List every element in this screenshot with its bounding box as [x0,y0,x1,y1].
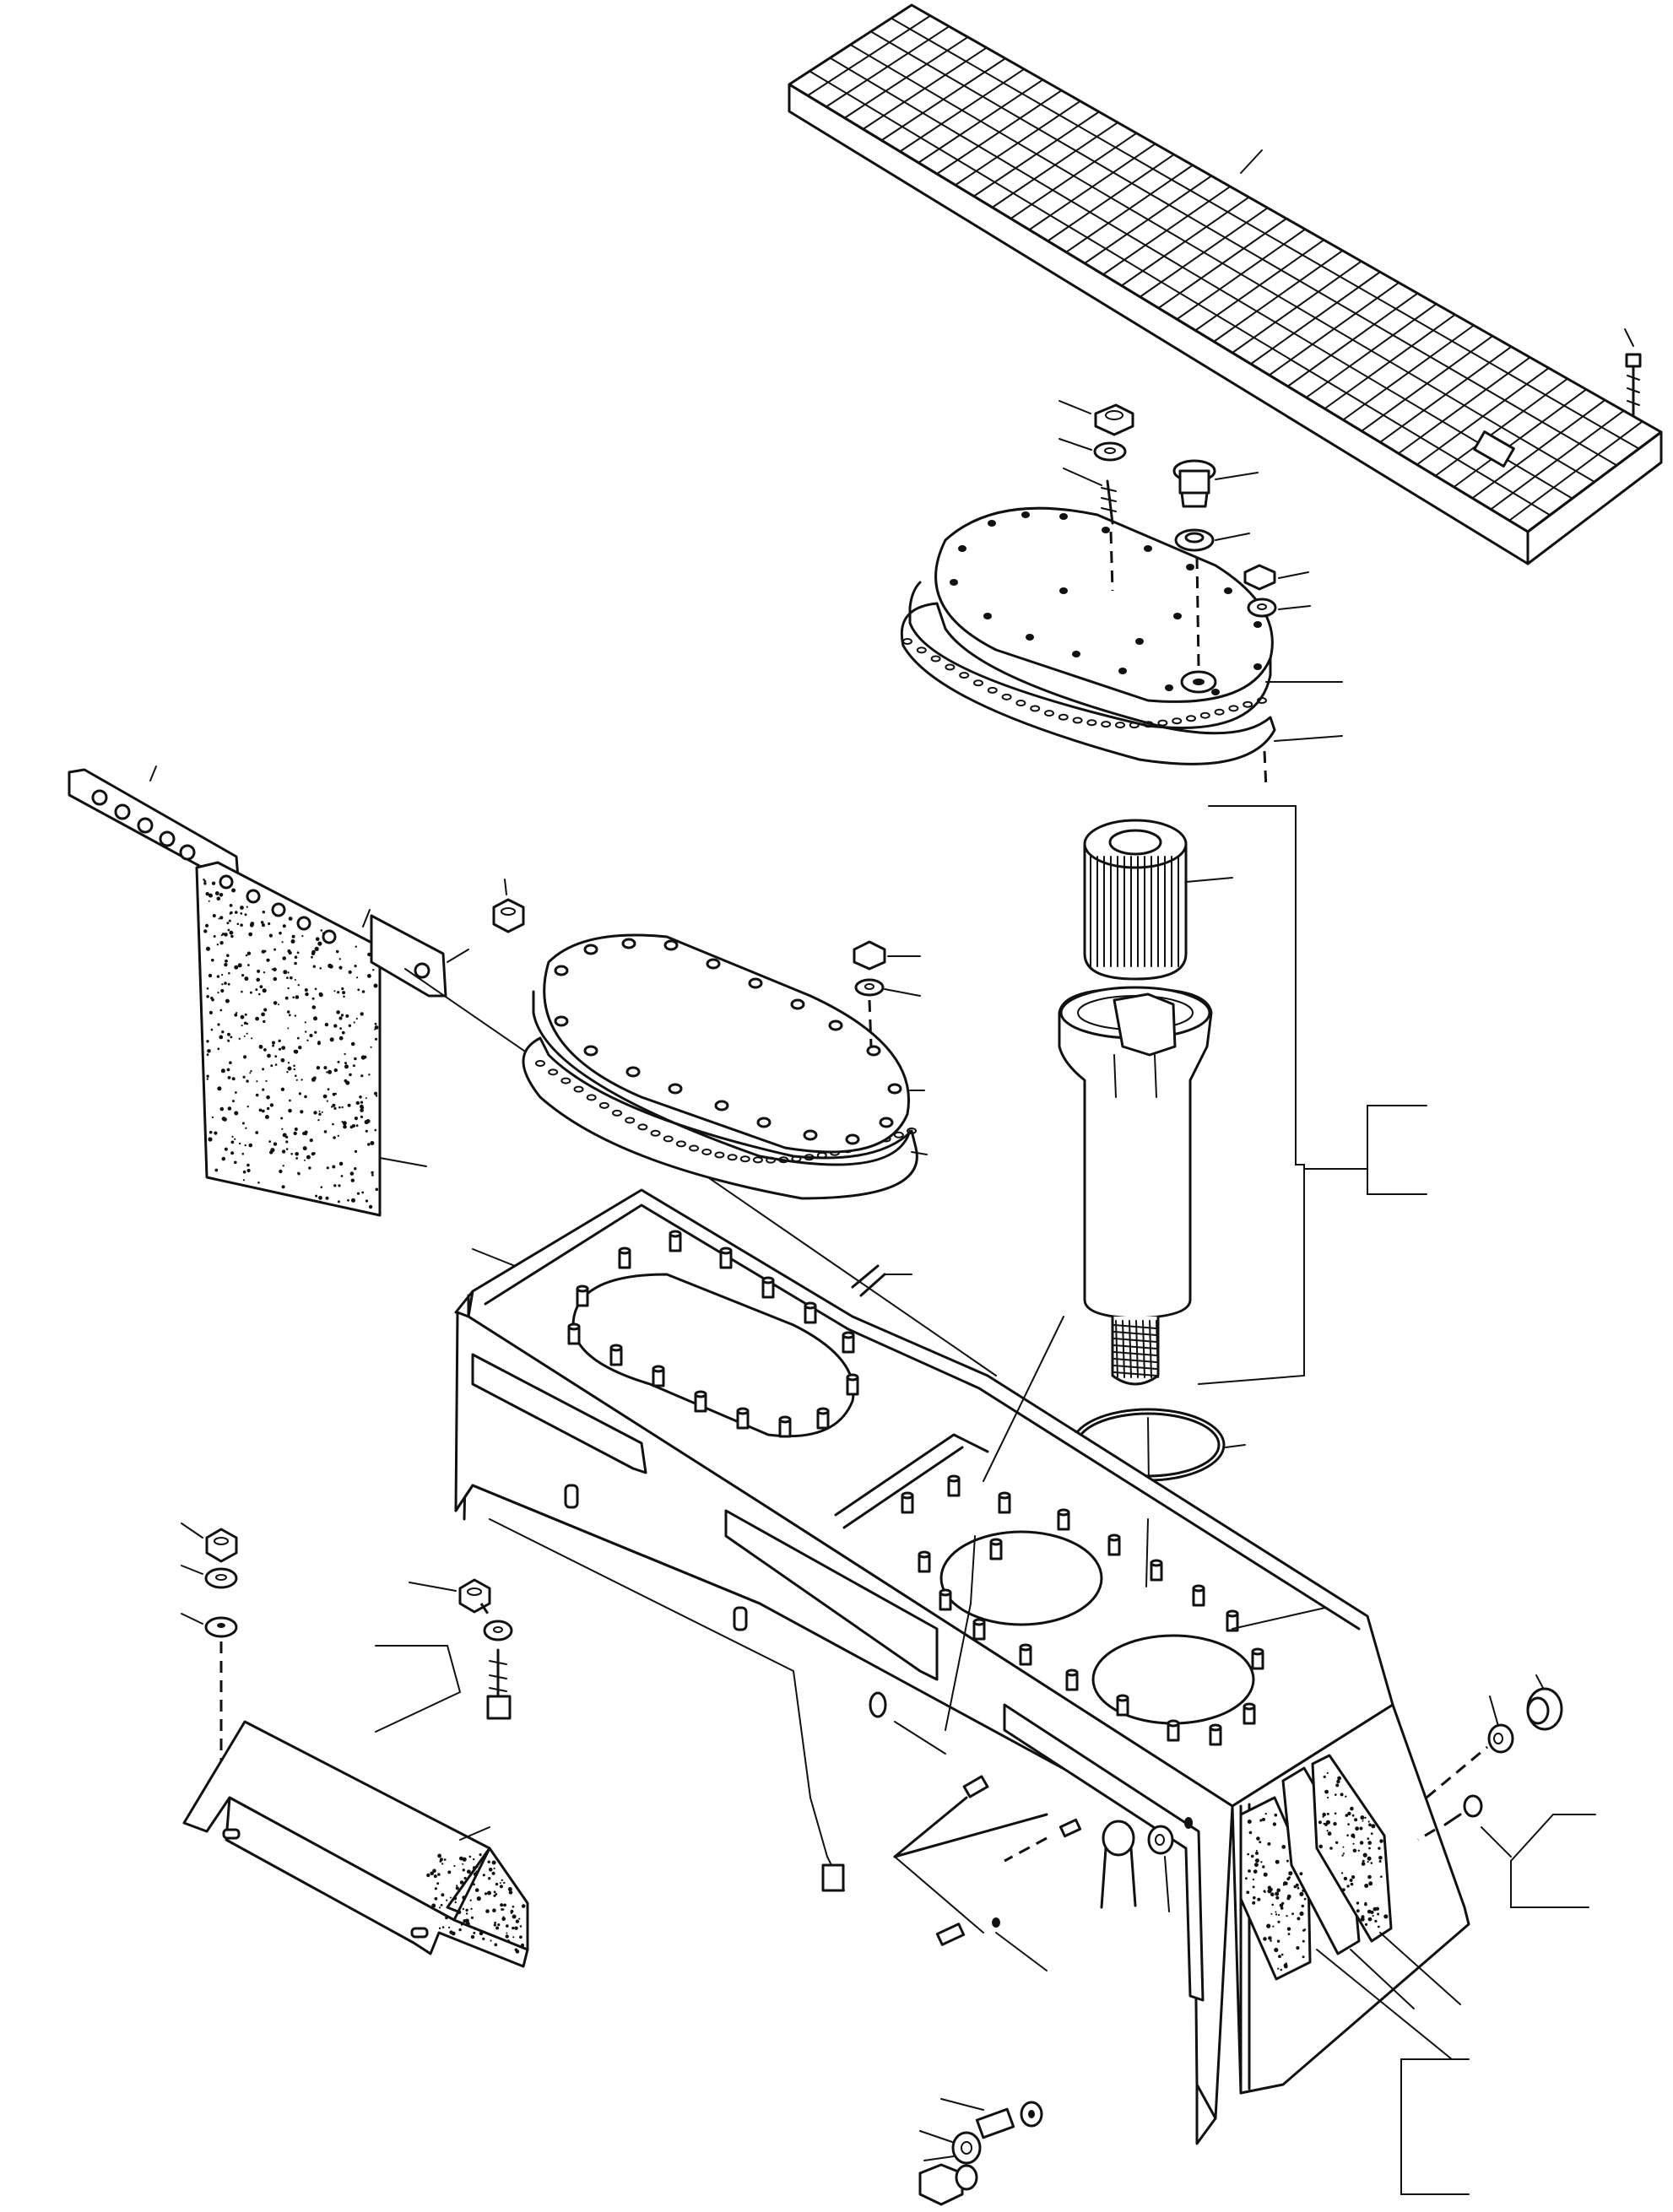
strainer-icon [1058,986,1213,1386]
screw-icon [893,1775,1082,1971]
washer-icon [1058,438,1127,462]
drain-plug-icon [918,2098,1043,2206]
nut-icon-right [1243,564,1311,618]
group-bracket [1198,805,1427,1385]
bolt-icon-lower [1100,1817,1193,1912]
tank-icon [454,1188,1470,2145]
clip-icon [362,909,469,998]
nut-icon-left [492,879,525,933]
inspection-cover-plate-icon [532,933,912,1166]
guard-icon [182,1720,529,1968]
nut-washer-icon [853,940,921,1047]
grating-leader [1240,149,1263,174]
cover-gasket-icon [900,602,1276,765]
strap-icon [68,765,240,879]
nut-icon [1058,400,1134,436]
bolt-nut-left-icon [375,1578,513,1733]
pipe-icon [851,1264,912,1297]
oval-cover-plate-icon [908,506,1274,729]
plug-icon [1417,1674,1596,1908]
cylindrical-filter-icon [1083,819,1233,981]
grating-cover-icon [788,3,1663,565]
gauge-icon [1239,1754,1461,2060]
breather-plug-icon [1172,459,1259,668]
plate-icon [195,861,427,1217]
fastener-left-icon [181,1522,238,1777]
stud-icon [1063,468,1117,592]
bolt-icon [1624,328,1642,417]
